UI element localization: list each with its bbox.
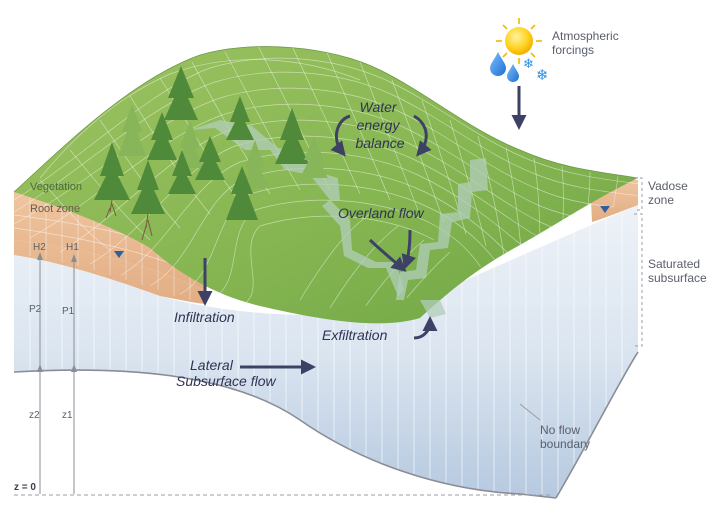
raindrop-icon: [490, 52, 506, 76]
vadose-label: Vadose zone: [648, 179, 691, 207]
atmospheric-label: Atmospheric forcings: [552, 29, 622, 57]
h2-label: H2: [33, 242, 46, 253]
zone-brackets: [634, 177, 643, 347]
saturated-label: Saturated subsurface: [648, 257, 707, 285]
sun-icon: [496, 18, 542, 64]
labels: Atmospheric forcings Water energy balanc…: [14, 29, 707, 493]
stream-channel: [190, 120, 488, 318]
z1-label: z1: [62, 410, 73, 421]
vegetation-label: Vegetation: [30, 181, 82, 193]
lateral-flow-label: Lateral Subsurface flow: [176, 357, 276, 389]
exfiltration-arrow: [413, 316, 438, 340]
balance-arrow-right: [413, 114, 432, 157]
water-table-marker-icon: [114, 251, 124, 258]
water-balance-label: Water energy balance: [355, 99, 404, 151]
datum-label: z = 0: [14, 482, 36, 493]
exfiltration-label: Exfiltration: [322, 327, 388, 343]
z2-label: z2: [29, 410, 40, 421]
water-table-marker-icon: [600, 206, 610, 213]
process-arrows: [197, 86, 527, 375]
tree-roots: [105, 199, 153, 241]
snowflake-icon: ❄: [536, 66, 549, 84]
raindrop-icon: [507, 64, 519, 82]
forest: [94, 66, 328, 241]
tree-icon: [94, 66, 328, 220]
balance-arrow-left: [330, 114, 351, 157]
root-zone-label: Root zone: [30, 203, 80, 215]
h1-label: H1: [66, 242, 79, 253]
overland-flow-arrow-right: [401, 229, 416, 270]
snowflake-icon: ❄: [523, 57, 534, 72]
p2-label: P2: [29, 304, 42, 315]
overland-flow-label: Overland flow: [338, 205, 424, 221]
measurement-lines: [37, 252, 77, 494]
overland-flow-arrow-left: [368, 238, 407, 272]
p1-label: P1: [62, 306, 75, 317]
no-flow-leader: [519, 403, 541, 421]
no-flow-boundary-label: No flow boundary: [540, 423, 590, 451]
infiltration-label: Infiltration: [174, 309, 235, 325]
